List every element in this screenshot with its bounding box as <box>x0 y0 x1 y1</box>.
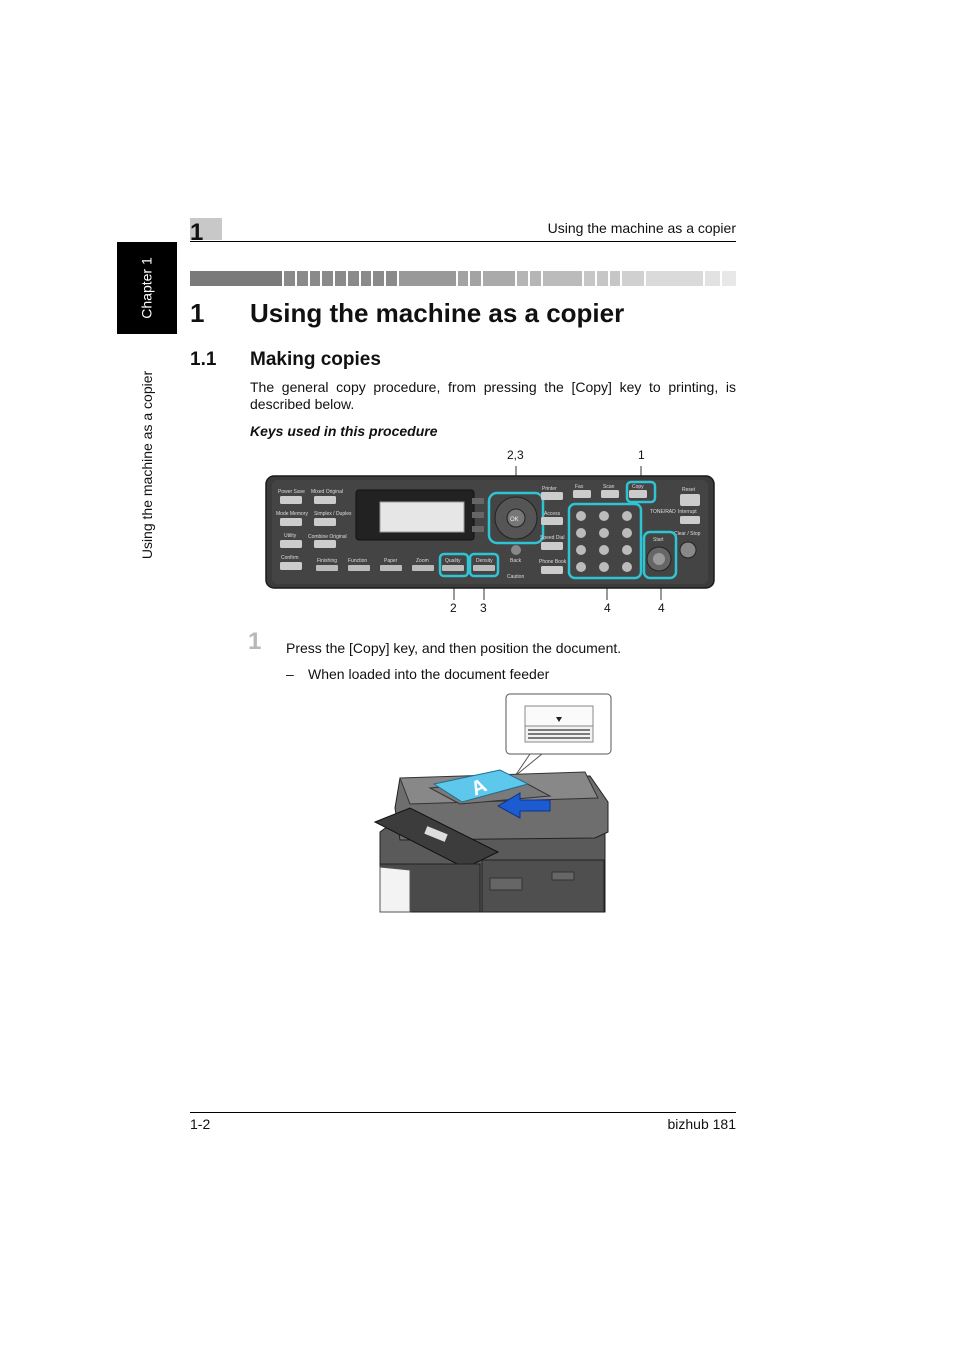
decorative-stripe <box>190 271 737 286</box>
svg-text:Utility: Utility <box>284 533 297 539</box>
callout-bottom-2: 3 <box>480 601 487 615</box>
svg-text:Simplex / Duplex: Simplex / Duplex <box>314 511 352 517</box>
callout-bottom-3: 4 <box>604 601 611 615</box>
callout-top-left: 2,3 <box>507 448 524 462</box>
svg-text:OK: OK <box>510 517 519 523</box>
svg-text:Phone Book: Phone Book <box>539 559 567 565</box>
svg-text:Caution: Caution <box>507 574 524 580</box>
svg-text:Mixed Original: Mixed Original <box>311 489 343 495</box>
svg-text:TONE/RAD: TONE/RAD <box>650 509 676 515</box>
intro-paragraph: The general copy procedure, from pressin… <box>250 379 736 412</box>
heading2-number: 1.1 <box>190 349 217 370</box>
insert-arrow-icon <box>496 792 551 819</box>
svg-text:Copy: Copy <box>632 484 644 490</box>
svg-text:Fax: Fax <box>575 484 584 490</box>
chapter-tab <box>117 242 177 334</box>
svg-text:Combine Original: Combine Original <box>308 534 347 540</box>
svg-text:Back: Back <box>510 558 522 564</box>
document-feeder-illustration: A <box>373 693 612 913</box>
svg-text:Reset: Reset <box>682 487 696 493</box>
step-number: 1 <box>248 628 262 655</box>
chapter-number-box <box>190 218 222 240</box>
svg-text:Function: Function <box>348 558 367 564</box>
heading1-number: 1 <box>190 298 205 328</box>
svg-text:Finishing: Finishing <box>317 558 337 564</box>
svg-text:Paper: Paper <box>384 558 398 564</box>
numeric-keypad <box>576 511 632 572</box>
callout-bottom-1: 2 <box>450 601 457 615</box>
svg-text:Interrupt: Interrupt <box>678 509 697 515</box>
svg-text:Confirm: Confirm <box>281 555 299 561</box>
step-text: Press the [Copy] key, and then position … <box>286 640 622 656</box>
substep-dash: – <box>286 666 294 682</box>
footer-model: bizhub 181 <box>667 1116 736 1132</box>
svg-text:Power Save: Power Save <box>278 489 305 495</box>
svg-text:Clear / Stop: Clear / Stop <box>674 531 701 537</box>
running-header: Using the machine as a copier <box>547 220 736 236</box>
svg-text:Speed Dial: Speed Dial <box>540 535 564 541</box>
svg-text:Scan: Scan <box>603 484 615 490</box>
left-buttons: Power Save Mixed Original Mode Memory Si… <box>276 489 352 570</box>
svg-text:Quality: Quality <box>445 558 461 564</box>
substep-text: When loaded into the document feeder <box>308 666 550 682</box>
svg-text:Zoom: Zoom <box>416 558 429 564</box>
svg-text:Density: Density <box>476 558 493 564</box>
svg-text:Access: Access <box>544 511 561 517</box>
svg-text:Printer: Printer <box>542 486 557 492</box>
svg-text:Start: Start <box>653 537 664 543</box>
callout-bottom-4: 4 <box>658 601 665 615</box>
page-number: 1-2 <box>190 1116 211 1132</box>
footer-rule <box>190 1112 736 1113</box>
chapter-number: 1 <box>190 219 204 246</box>
callout-top-right: 1 <box>638 448 645 462</box>
keys-heading: Keys used in this procedure <box>250 423 438 439</box>
triangle-down-icon <box>556 717 562 722</box>
function-row: Finishing Function Paper Zoom Quality De… <box>316 558 524 580</box>
side-chapter-label: Chapter 1 <box>139 257 156 319</box>
header-rule <box>190 241 736 242</box>
heading1-title: Using the machine as a copier <box>250 298 625 328</box>
control-panel-illustration: Power Save Mixed Original Mode Memory Si… <box>265 466 715 600</box>
heading2-title: Making copies <box>250 349 381 370</box>
svg-text:Mode Memory: Mode Memory <box>276 511 308 517</box>
side-section-label: Using the machine as a copier <box>139 370 156 560</box>
